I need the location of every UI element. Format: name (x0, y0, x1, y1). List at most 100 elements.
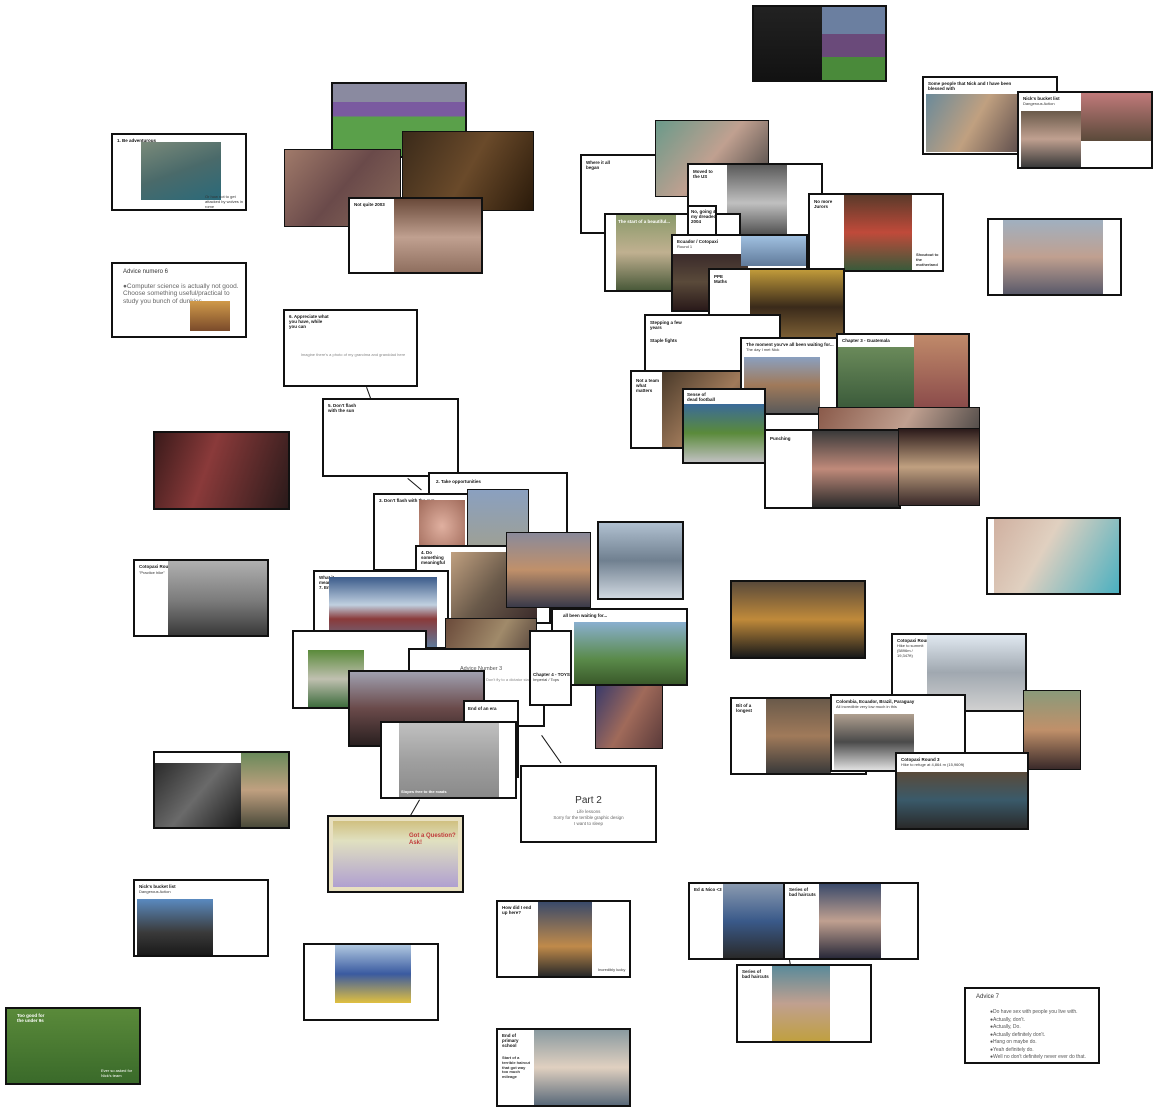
slide-title: Moved to the US (693, 169, 713, 180)
slide-part-2[interactable]: Part 2 Life lessons Sorry for the terrib… (520, 765, 657, 843)
slide-good-for[interactable]: Too good for the under 9s Ever so asked … (5, 1007, 141, 1085)
slide-toys[interactable]: Chapter 4 - TOYS Imperial / Tops (529, 630, 572, 706)
photo-graduation (137, 899, 213, 955)
slide-cotopaxi-2[interactable]: Cotopaxi Round 2 "Practice hike" (133, 559, 269, 637)
slide-body: Don't fly to a dictator state (486, 677, 533, 682)
photo-group-collage (926, 94, 1022, 152)
slide-nicks-bucket[interactable]: Nick's bucket list Dangerous Action (133, 879, 269, 957)
slide-slopes[interactable]: Slopes free to the roads (380, 721, 517, 799)
slide-title: Advice Number 3 (460, 666, 503, 672)
slide-caption: Hike to refuge at 4,864 m (15,960ft) (901, 762, 965, 767)
slide-how-did[interactable]: How did I end up here? Incredibly lucky (496, 900, 631, 978)
slide-question[interactable]: Got a Question? Ask! (327, 815, 464, 893)
photo-stadium (684, 404, 764, 462)
slide-title: Part 2 (575, 795, 602, 806)
slide-title: Chapter 3 - Guatemala (842, 338, 890, 343)
photo-shirtless-man (1023, 690, 1081, 770)
slide-title: Nick's bucket list (139, 884, 176, 889)
slide-title: Too good for the under 9s (17, 1013, 45, 1024)
slide-cotopaxi-4[interactable]: Cotopaxi Round 3 Hike to refuge at 4,864… (895, 752, 1029, 830)
photo-friends-group (914, 335, 968, 409)
slide-no-more[interactable]: No more Jurors Shoutout to the motherlan… (808, 193, 944, 272)
slide-body: Imagine there's a photo of my grandma an… (300, 352, 406, 357)
slide-dont-flash[interactable]: 5. Don't flash with the sun (322, 398, 459, 477)
slide-ski-kids[interactable] (303, 943, 439, 1021)
slide-guatemala[interactable]: Chapter 3 - Guatemala (836, 333, 970, 411)
slide-title: Cotopaxi Round 3 (901, 757, 940, 762)
advice-item: ●Hang on maybe do. (990, 1039, 1037, 1045)
slide-series-bad-2[interactable]: Series of bad haircuts (736, 964, 872, 1043)
slide-title: 6. Appreciate what you have, while you c… (289, 314, 329, 330)
slide-title: End of an era (468, 706, 497, 711)
slide-series-bad[interactable]: Series of bad haircuts (783, 882, 919, 960)
slide-appreciate[interactable]: 6. Appreciate what you have, while you c… (283, 309, 418, 387)
slide-party-photo[interactable] (153, 431, 290, 510)
advice-item: ●Yeah definitely do. (990, 1046, 1034, 1053)
photo-sunset-sea (506, 532, 591, 608)
slide-title: Punching (770, 436, 791, 441)
slide-cotopaxi-3[interactable]: Cotopaxi Round 3 Hike to summit (5896m /… (891, 633, 1027, 712)
photo-indoor-friends (766, 699, 831, 773)
slide-punching[interactable]: Punching (764, 429, 901, 509)
slide-subtitle-2: Sorry for the terrible graphic design (553, 815, 624, 820)
photo-uniform (819, 884, 881, 958)
slide-be-adventurous[interactable]: 1. Be adventurous Or how not to get atta… (111, 133, 247, 211)
slide-football-stadium[interactable]: Sense of dead football (682, 388, 766, 464)
slide-title: Sense of dead football (687, 392, 715, 403)
photo-football-field (7, 1009, 139, 1083)
photo-christmas (844, 195, 912, 270)
slide-nick-bucket-2[interactable]: Nick's bucket list Dangerous Action (1017, 91, 1153, 169)
advice-item: ●Well no don't definitely never ever do … (990, 1054, 1086, 1060)
slide-rugby-team[interactable] (331, 82, 467, 158)
connector-line (409, 799, 420, 816)
photo-bouquet (1081, 93, 1151, 141)
slide-caption: Hike to summit (5896m / 19,347ft) (897, 643, 924, 658)
slide-title: Stepping a few years (650, 320, 682, 331)
photo-party-group (155, 433, 288, 508)
slide-not-quite[interactable]: Not quite 2003 (348, 197, 483, 274)
slide-title: Got a Question? Ask! (409, 833, 456, 847)
photo-misty-hill (168, 561, 267, 635)
slide-snow-couple[interactable] (597, 521, 684, 600)
photo-people-blue (595, 685, 663, 749)
slide-title: Not a team what matters (636, 378, 660, 394)
advice-item: ●Do have sex with people you live with. (990, 1009, 1078, 1015)
slide-title: End of primary school (502, 1033, 519, 1049)
slide-advice-7[interactable]: Advice 7 ●Do have sex with people you li… (964, 987, 1100, 1064)
slide-title: Some people that Nick and I have been bl… (928, 81, 1012, 92)
slide-caption: Incredibly lucky (598, 967, 626, 972)
slide-caption: Or how not to get attacked by wolves in … (205, 194, 244, 209)
slide-title: 1. Be adventurous (117, 138, 157, 143)
slide-title: Ed & Nico <3 (694, 887, 722, 892)
connector-line (407, 478, 422, 491)
slide-caption: Start of a terrible haircut that got way… (502, 1055, 531, 1080)
advice-item: ●Actually definitely don't. (990, 1031, 1046, 1038)
slide-advice-6[interactable]: Advice numero 6 ●Computer science is act… (111, 262, 247, 338)
slide-end-primary[interactable]: End of primary school Start of a terribl… (496, 1028, 631, 1107)
photo-sea-cliff (141, 142, 221, 200)
slide-title: Not quite 2003 (354, 202, 385, 207)
slide-caption: All incredible very low much in this (836, 704, 897, 709)
slide-caption: Slopes free to the roads (401, 789, 447, 794)
slide-title: Nick's bucket list (1023, 96, 1060, 101)
photo-slope-kids (399, 723, 499, 797)
slide-colombia[interactable]: Colombia, Ecuador, Brazil, Paraguay All … (830, 694, 966, 772)
photo-toys-grid (732, 582, 864, 657)
photo-two-kids (534, 1030, 629, 1105)
photo-ed-nico (723, 884, 789, 958)
slide-toys-grid[interactable] (730, 580, 866, 659)
slide-title: 5. Don't flash with the sun (328, 403, 357, 414)
slide-subtitle-3: I want to sleep (573, 821, 604, 826)
slide-father-son[interactable] (987, 218, 1122, 296)
slide-phone-screenshot[interactable] (752, 5, 887, 82)
photo-jungle (838, 347, 914, 409)
slide-caption: Ever so asked for Nick's team (101, 1068, 133, 1078)
slide-title: Bit of a longest (736, 703, 753, 714)
photo-sky-mountain (741, 236, 806, 266)
slide-caption: Imperial / Tops (533, 677, 559, 682)
slide-hand-photo[interactable] (986, 517, 1121, 595)
slide-bridge-photo[interactable] (153, 751, 290, 829)
photo-night-group (898, 428, 980, 506)
slide-title: 2. Take opportunities (436, 479, 481, 484)
slide-title: Ecuador / Cotopaxi (677, 239, 719, 244)
